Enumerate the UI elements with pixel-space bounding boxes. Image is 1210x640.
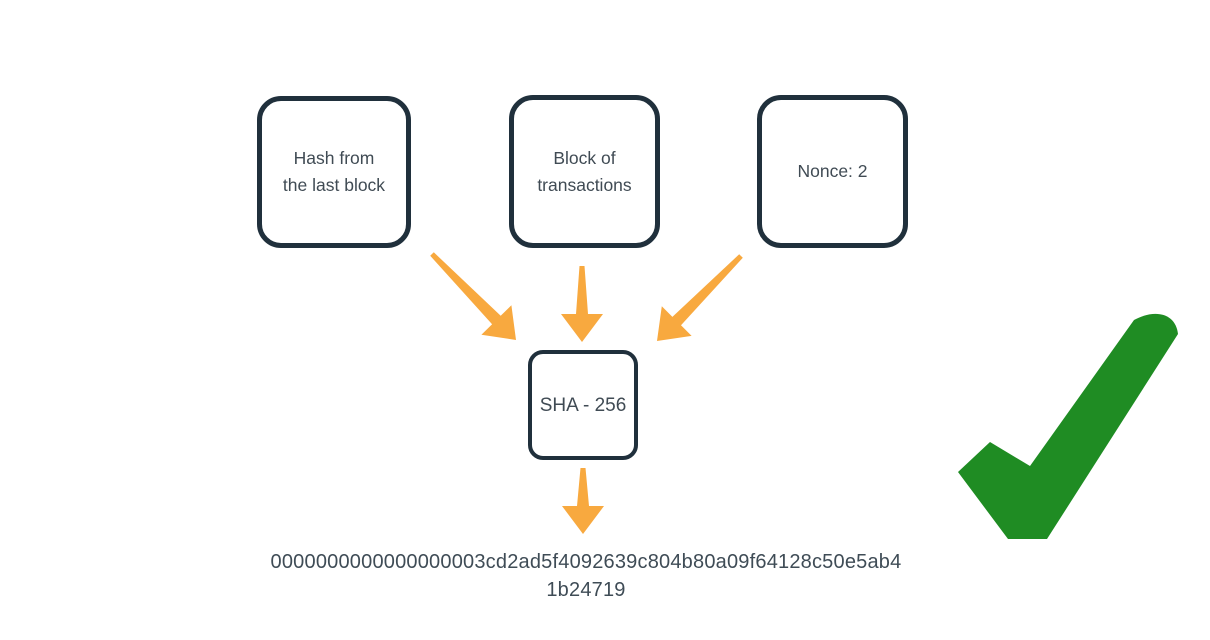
- hash-output-line: 0000000000000000003cd2ad5f4092639c804b80…: [270, 551, 902, 573]
- hash-output: 0000000000000000003cd2ad5f4092639c804b80…: [0, 548, 1172, 604]
- hash-output-line: 1b24719: [546, 579, 626, 601]
- node-label-line: Hash from: [293, 148, 375, 168]
- node-block-of-transactions: Block of transactions: [509, 95, 660, 248]
- node-label: Block of transactions: [537, 145, 631, 199]
- node-label: Nonce: 2: [797, 158, 867, 185]
- arrow-down-output-icon: [562, 468, 604, 534]
- node-label-line: Nonce: 2: [797, 161, 868, 181]
- node-label: SHA - 256: [539, 394, 627, 416]
- arrow-down-icon: [561, 266, 603, 342]
- checkmark-shape: [958, 313, 1178, 539]
- node-hash-from-last-block: Hash from the last block: [257, 96, 411, 248]
- node-label: Hash from the last block: [283, 145, 385, 199]
- node-label-line: Block of: [553, 147, 616, 168]
- arrow-down-right-icon: [657, 254, 743, 341]
- node-sha-256: SHA - 256: [528, 350, 638, 460]
- node-label-line: transactions: [537, 174, 632, 195]
- node-nonce: Nonce: 2: [757, 95, 908, 248]
- node-label-line: the last block: [282, 175, 386, 195]
- checkmark-icon: [958, 313, 1178, 539]
- arrow-down-left-icon: [430, 252, 516, 340]
